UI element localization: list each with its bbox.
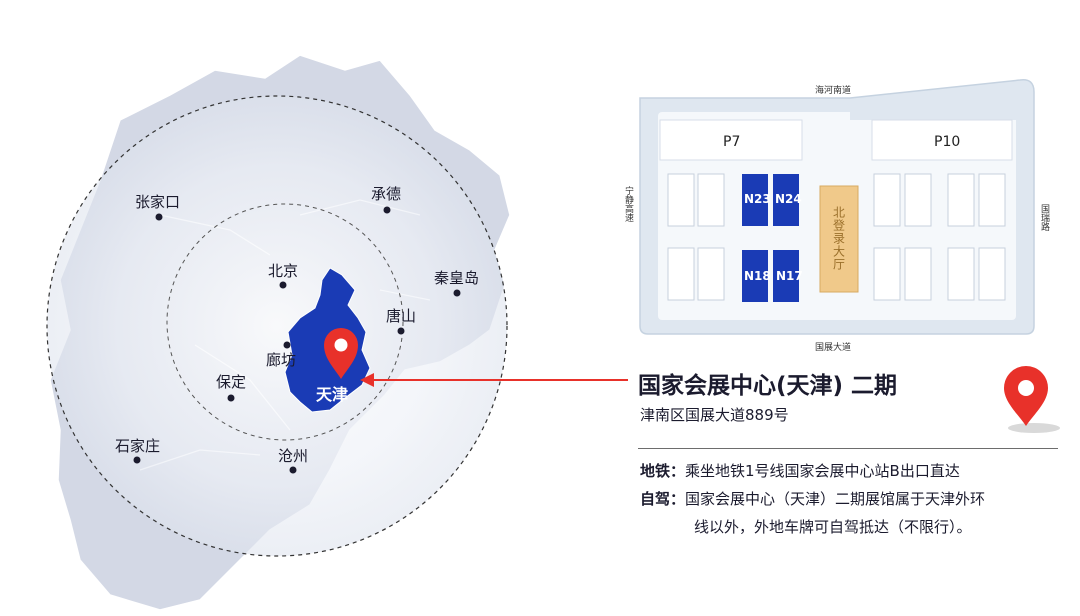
outer-radius-circle [46,95,508,557]
info-divider [638,448,1058,449]
hall-n24 [773,174,799,226]
city-dot-tangshan [397,327,405,335]
city-dot-shijiazhuang [133,456,141,464]
hall-n23-label: N23 [744,192,771,206]
north-lobby-label: 北登录大厅 [831,205,846,271]
parking-p10 [871,119,1013,161]
hall-n24-label: N24 [775,192,802,206]
city-dot-baoding [227,394,235,402]
north-lobby [819,185,859,293]
hall-n17-label: N17 [776,269,803,283]
drive-text-line2: 线以外，外地车牌可自驾抵达（不限行）。 [694,518,972,536]
location-pin-large-icon [1004,366,1060,433]
hall-n23 [742,174,768,226]
city-dot-qinhuangdao [453,289,461,297]
transport-drive-row: 自驾：国家会展中心（天津）二期展馆属于天津外环 [640,488,985,509]
hall-blocks-east [873,173,1006,301]
venue-title: 国家会展中心(天津) 二期 [638,373,898,399]
city-label-langfang: 廊坊 [266,351,296,369]
drive-label: 自驾： [640,490,686,508]
city-dot-langfang [283,341,291,349]
pointer-arrowhead [360,373,374,387]
location-pin-icon [324,328,358,379]
city-label-tianjin: 天津 [316,385,348,404]
city-label-baoding: 保定 [216,373,246,391]
city-label-shijiazhuang: 石家庄 [115,437,160,455]
road-label-north: 海河南道 [815,84,851,96]
city-dot-beijing [279,281,287,289]
road-label-south: 国展大道 [815,341,851,353]
parking-p7-label: P7 [723,134,740,150]
city-label-qinhuangdao: 秦皇岛 [434,269,479,287]
transport-metro-row: 地铁：乘坐地铁1号线国家会展中心站B出口直达 [640,460,960,481]
road-label-east: 国瑞路 [1039,204,1049,231]
city-dot-chengde [383,206,391,214]
metro-text: 乘坐地铁1号线国家会展中心站B出口直达 [685,462,960,480]
inner-radius-circle [166,203,404,441]
hall-n17 [773,250,799,302]
city-label-zhangjiakou: 张家口 [135,193,180,211]
city-dot-cangzhou [289,466,297,474]
drive-text-line1: 国家会展中心（天津）二期展馆属于天津外环 [685,490,986,508]
venue-floor-plan: P7 P10 N23 N24 N18 N17 北登录大厅 [623,79,1049,353]
parking-p7 [659,119,803,161]
city-label-cangzhou: 沧州 [278,447,308,465]
hall-n18 [742,250,768,302]
hall-n18-label: N18 [744,269,771,283]
road-label-west: 宁静高速 [623,186,633,222]
city-dot-zhangjiakou [155,213,163,221]
metro-label: 地铁： [640,462,686,480]
city-label-chengde: 承德 [371,185,401,203]
city-label-beijing: 北京 [268,262,298,280]
parking-p10-label: P10 [934,134,960,150]
hall-blocks-west [667,173,725,301]
city-label-tangshan: 唐山 [386,307,416,325]
venue-top-curve [850,96,1016,120]
venue-address: 津南区国展大道889号 [640,406,789,424]
